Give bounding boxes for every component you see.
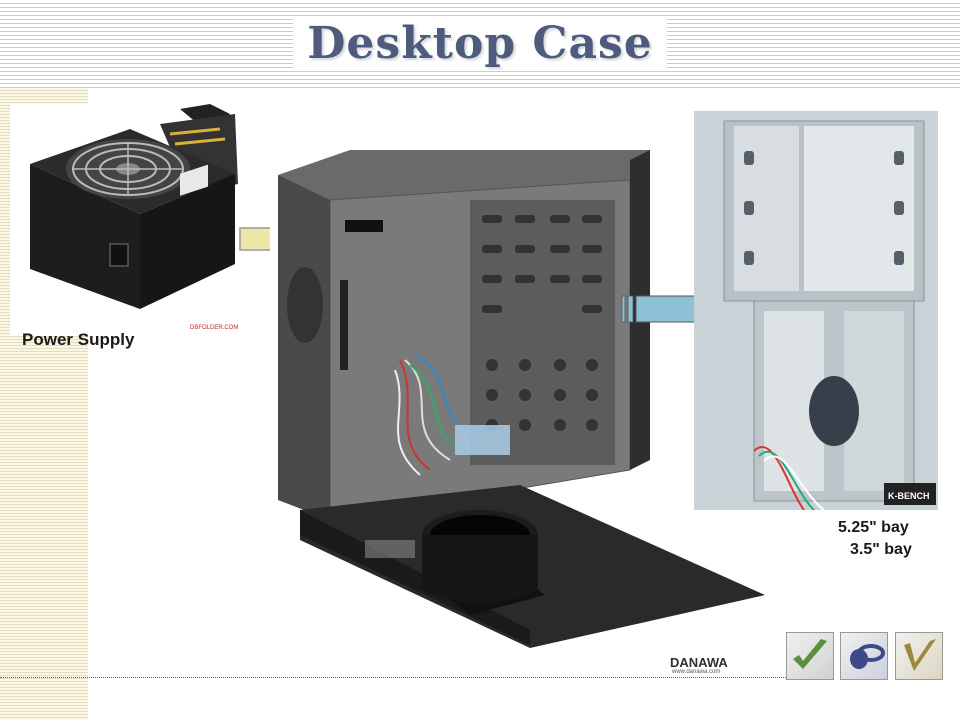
nav-button-green[interactable] bbox=[786, 632, 834, 680]
blue-orbit-icon bbox=[850, 644, 885, 669]
power-supply-label: Power Supply bbox=[22, 330, 135, 349]
desktop-case-photo: DANAWA bbox=[270, 140, 770, 648]
nav-button-gold[interactable] bbox=[895, 632, 943, 680]
danawa-url: www.danawa.com bbox=[672, 669, 721, 675]
power-supply-photo: DBFOLDER.COM bbox=[10, 104, 240, 336]
svg-text:DBFOLDER.COM: DBFOLDER.COM bbox=[190, 325, 238, 331]
drive-bay-photo: K-BENCH bbox=[694, 111, 938, 510]
nav-button-blue[interactable] bbox=[840, 632, 888, 680]
danawa-logo: DANAWA bbox=[670, 655, 728, 670]
green-check-icon bbox=[793, 639, 827, 669]
slide-title: Desktop Case bbox=[0, 18, 960, 69]
svg-text:K-BENCH: K-BENCH bbox=[888, 491, 930, 501]
footer-divider bbox=[0, 677, 790, 678]
gold-check-icon bbox=[904, 639, 936, 671]
bay-525-label: 5.25" bay bbox=[838, 519, 909, 536]
bay-35-label: 3.5" bay bbox=[850, 541, 912, 558]
